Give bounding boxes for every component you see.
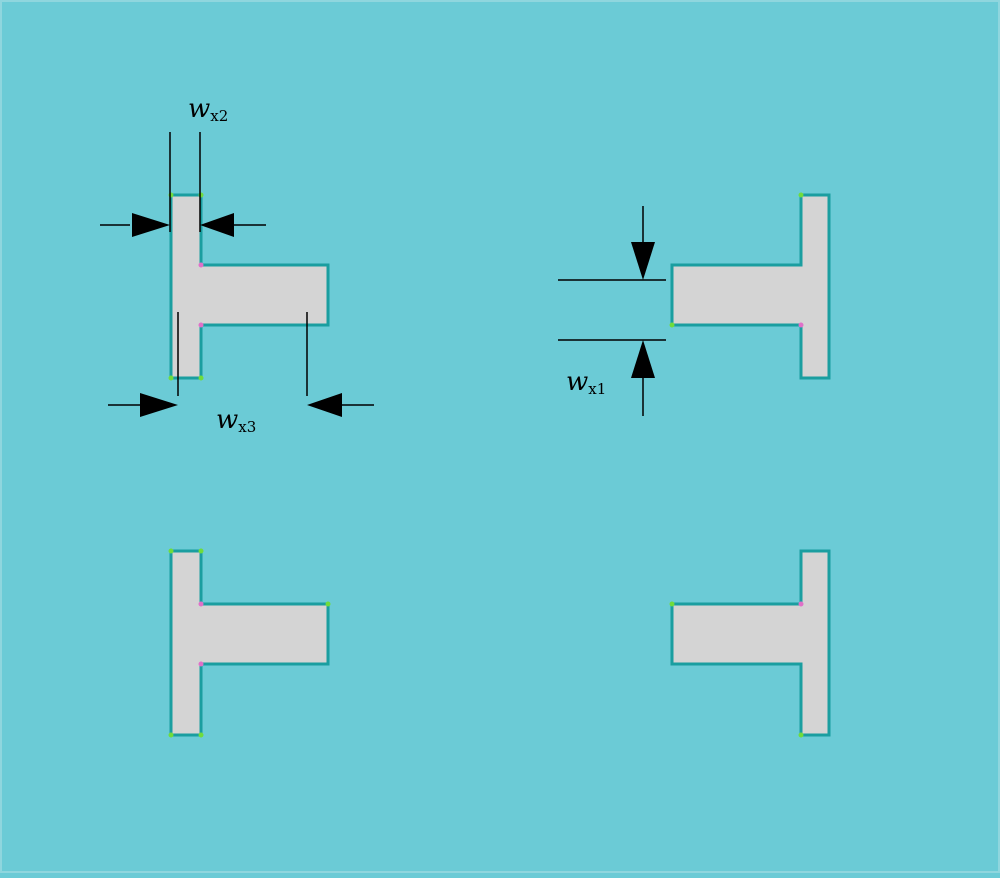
arrow-left-icon	[307, 393, 342, 417]
arrow-up-icon	[631, 340, 655, 378]
dimension-label-wx1: wx1	[566, 367, 606, 398]
arrow-left-icon	[200, 213, 234, 237]
t-shape-bottom-right	[670, 549, 831, 737]
dimension-wx2: wx2	[100, 94, 266, 237]
arrow-right-icon	[132, 213, 170, 237]
arrow-right-icon	[140, 393, 178, 417]
dimension-label-wx3: wx3	[216, 405, 256, 436]
arrow-down-icon	[631, 242, 655, 280]
t-shape-top-left	[169, 193, 330, 380]
dimension-label-wx2: wx2	[188, 94, 228, 125]
dimension-wx1: wx1	[558, 206, 666, 416]
t-shape-bottom-left	[169, 549, 330, 737]
dimension-wx3: wx3	[108, 312, 374, 436]
vertex-markers	[168, 192, 804, 738]
